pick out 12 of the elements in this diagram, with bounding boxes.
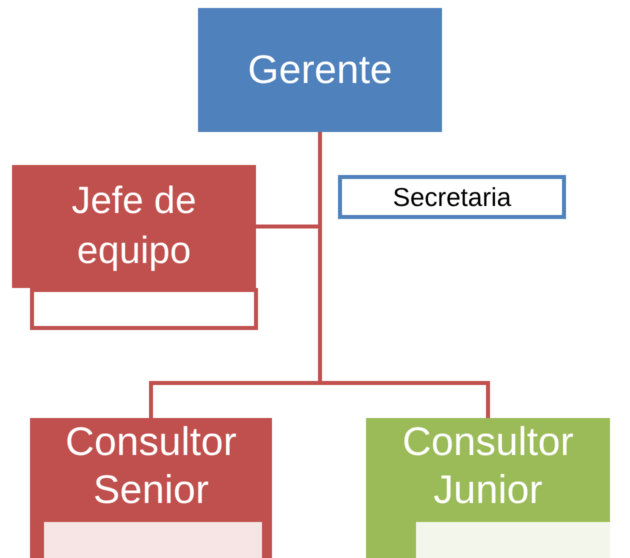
- node-title: Jefe de equipo: [70, 179, 198, 274]
- empty-box: [30, 288, 258, 330]
- node-title: Secretaria: [392, 180, 512, 214]
- junior-consultant-box: [366, 418, 610, 558]
- node-title: Consultor Junior: [401, 419, 575, 514]
- team-lead-box: [12, 165, 256, 288]
- senior-consultant-box: [30, 418, 272, 558]
- manager-box: [198, 8, 442, 132]
- node-title: Consultor Senior: [64, 419, 238, 514]
- node-title: Gerente: [246, 47, 394, 94]
- secretary-box: [338, 175, 566, 219]
- connector-line: [318, 132, 490, 418]
